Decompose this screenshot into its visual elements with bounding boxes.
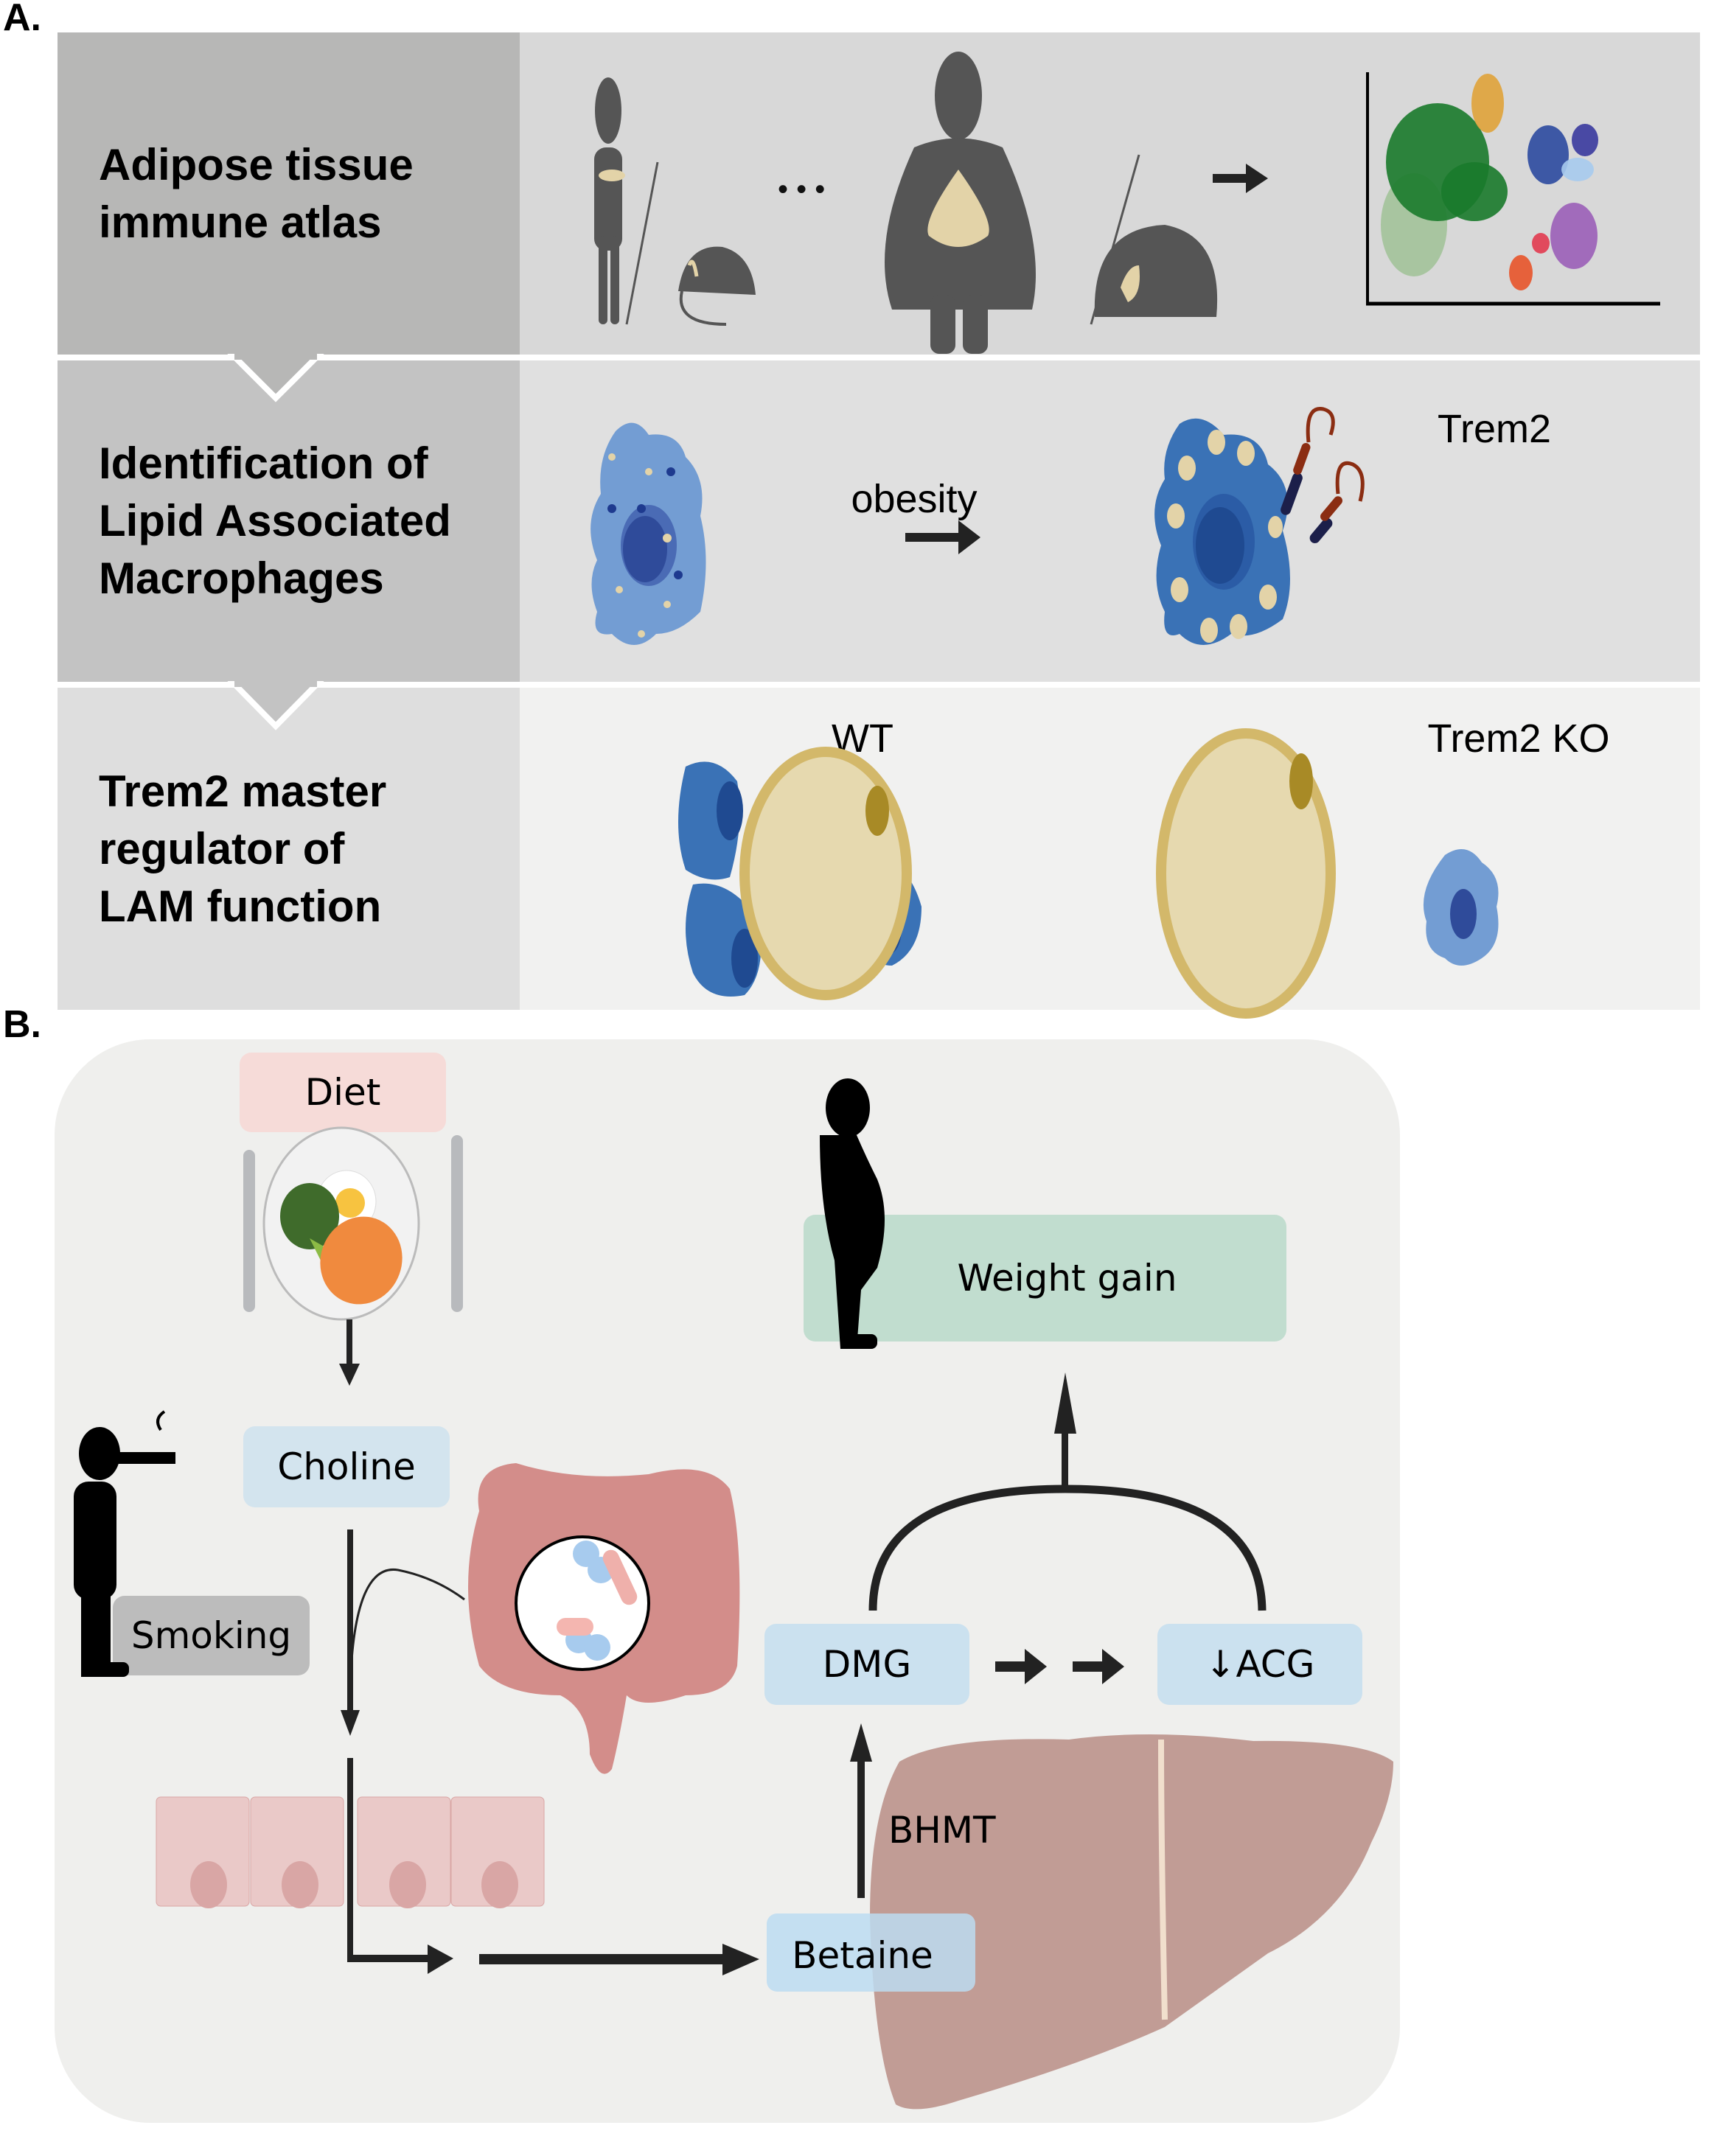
row1-illustration: • • • [594, 52, 1660, 354]
diet-label: Diet [304, 1071, 381, 1114]
row2-title-line3: Macrophages [99, 554, 384, 603]
row2-title-line2: Lipid Associated [99, 496, 451, 545]
acg-box: ↓ACG [1157, 1624, 1362, 1705]
row2-left-bg [58, 360, 520, 682]
betaine-label: Betaine [792, 1934, 933, 1977]
ko-macrophage-icon [1423, 849, 1499, 966]
cluster-orange [1471, 74, 1504, 133]
choline-box: Choline [243, 1426, 450, 1507]
gut-connector-curve [349, 1568, 465, 1689]
ellipsis: • • • [778, 173, 825, 206]
row1-chevron [227, 352, 324, 730]
panel-a-label: A. [3, 0, 41, 39]
divider-line [625, 161, 659, 325]
dmg-box: DMG [764, 1624, 969, 1705]
cluster-purple [1550, 203, 1598, 269]
betaine-box [767, 1913, 975, 1992]
cluster-green [1441, 162, 1508, 221]
liver-icon [870, 1734, 1393, 2110]
convergence-arch [868, 1485, 1267, 1611]
row3-left-bg [58, 688, 520, 1010]
row2-title-line1: Identification of [99, 439, 428, 488]
cluster-light-blue [1561, 158, 1594, 181]
trem2-label: Trem2 [1438, 407, 1551, 451]
weight-gain-label: Weight gain [957, 1257, 1177, 1299]
arrow-down-icon [341, 1710, 360, 1736]
obese-silhouette-icon [820, 1078, 885, 1349]
trem2-receptor-icon [1281, 407, 1365, 543]
smoking-label: Smoking [130, 1614, 292, 1657]
row3-illustration: WT Trem2 KO [678, 716, 1610, 1019]
colon-icon [468, 1463, 740, 1774]
acg-label: ↓ACG [1205, 1643, 1315, 1686]
obese-mouse-icon [1094, 225, 1218, 317]
row1-title-line1: Adipose tissue [99, 139, 414, 189]
smoking-box: Smoking [113, 1596, 310, 1675]
arrow-right-icon [722, 1944, 759, 1975]
lean-mouse-icon [678, 246, 756, 326]
arrow-right-icon [1213, 164, 1268, 193]
row1-title-line2: immune atlas [99, 197, 382, 247]
row1-title: Adipose tissue immune atlas [58, 32, 520, 355]
umap-plot [1366, 72, 1660, 306]
row2-illustration: obesity Trem2 [591, 407, 1551, 645]
row3-title: Trem2 master regulator of LAM function [58, 688, 520, 1010]
ko-adipocyte [1156, 728, 1336, 1019]
row2-right-bg [520, 360, 1700, 682]
obesity-label: obesity [851, 477, 977, 521]
choline-flow-line [347, 1529, 353, 1721]
row3-title-line3: LAM function [99, 881, 382, 931]
dmg-label: DMG [822, 1643, 912, 1686]
bhmt-flow-line [857, 1758, 865, 1898]
cluster-blue [1527, 125, 1569, 184]
lean-human-icon [594, 77, 625, 324]
arrow-up-icon [1054, 1372, 1076, 1434]
bhmt-label: BHMT [888, 1809, 996, 1852]
to-betaine-line [479, 1954, 730, 1964]
diet-box: Diet [240, 1053, 446, 1132]
macrophage-lam-icon [1154, 418, 1290, 645]
row1-left-bg [58, 32, 520, 355]
arrow-up-icon [850, 1723, 872, 1762]
double-arrow-icon [995, 1649, 1124, 1684]
obese-human-icon [885, 52, 1036, 354]
epithelium-flow-line [347, 1758, 353, 1961]
cluster-red-orange [1509, 255, 1533, 290]
smoker-silhouette-icon [74, 1410, 175, 1677]
arrow-down-icon [339, 1319, 360, 1386]
macrophage-resting-icon [591, 422, 706, 645]
row3-title-line2: regulator of [99, 823, 345, 873]
weight-gain-box: Weight gain [804, 1215, 1286, 1342]
trem2-ko-label: Trem2 KO [1427, 716, 1609, 761]
choline-label: Choline [277, 1445, 416, 1488]
meal-plate-icon [243, 1126, 463, 1321]
cluster-navy [1572, 124, 1598, 156]
arrow-right-icon [428, 1944, 453, 1974]
cluster-red [1532, 233, 1550, 254]
intestinal-epithelium-icon [156, 1796, 545, 1908]
arrow-right-icon [905, 520, 980, 554]
panel-b-label: B. [3, 1003, 41, 1046]
row3-title-line1: Trem2 master [99, 766, 387, 816]
